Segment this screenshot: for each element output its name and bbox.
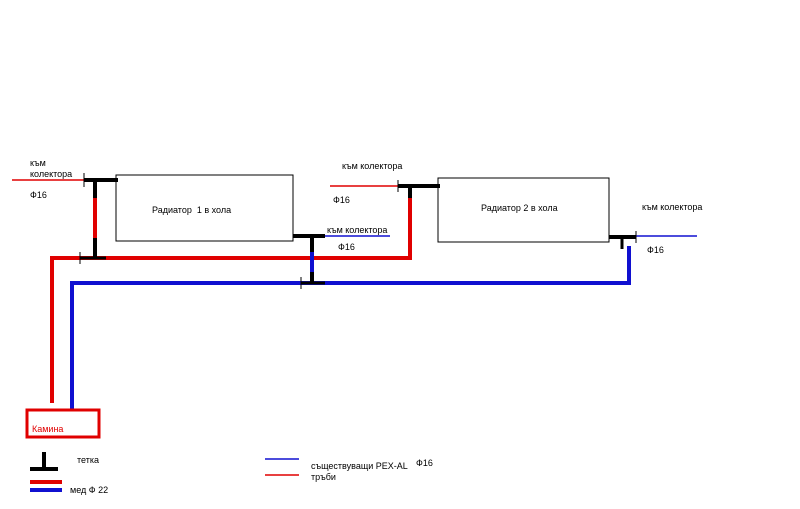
mid-top-phi16-label: Ф16 — [333, 195, 350, 205]
tee-radiator1-return — [293, 234, 325, 252]
right-collector-label: към колектора — [642, 202, 702, 212]
tee-radiator1-top — [83, 173, 118, 198]
kamina-label: Камина — [32, 424, 63, 434]
legend-tee-symbol — [30, 452, 58, 471]
left-phi16-label: Ф16 — [30, 190, 47, 200]
radiator-2-box — [437, 177, 610, 243]
right-phi16-label: Ф16 — [647, 245, 664, 255]
legend-existing-label-2: тръби — [311, 472, 336, 482]
left-collector-label-2: колектора — [30, 169, 72, 179]
tee-radiator2-top — [397, 180, 440, 198]
radiator-2-label: Радиатор 2 в хола — [481, 203, 558, 213]
kamina-box — [25, 408, 101, 439]
radiator-1-label: Радиатор 1 в хола — [152, 205, 231, 215]
legend-tee-label: тетка — [77, 455, 99, 465]
mid-top-collector-label: към колектора — [342, 161, 402, 171]
tee-radiator1-bottom — [79, 238, 106, 264]
tee-radiator2-return — [609, 231, 637, 249]
legend-existing-label-1: съществуващи PEX-AL — [311, 461, 408, 471]
mid-bottom-collector-label: към колектора — [327, 225, 387, 235]
tee-cold-junction — [300, 272, 325, 289]
radiator-1-box — [115, 174, 294, 242]
copper-cold-main — [70, 246, 631, 410]
legend-copper-label: мед Ф 22 — [70, 485, 108, 495]
copper-hot-main — [50, 186, 412, 403]
legend-existing-size: Ф16 — [416, 458, 433, 468]
left-collector-label-1: към — [30, 158, 46, 168]
mid-bottom-phi16-label: Ф16 — [338, 242, 355, 252]
